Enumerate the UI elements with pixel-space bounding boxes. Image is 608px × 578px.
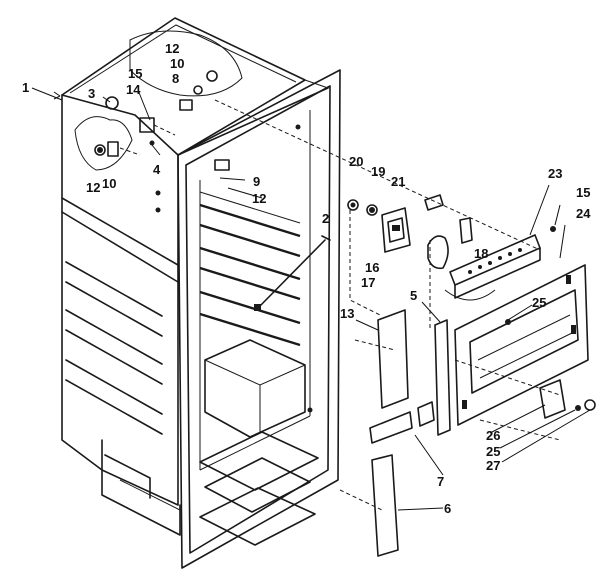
front-frame — [149, 69, 341, 569]
part-2-rod — [254, 235, 331, 311]
callout-5: 5 — [410, 288, 417, 303]
callout-12-top: 12 — [165, 41, 179, 56]
part-6-strip — [371, 454, 399, 557]
callout-3: 3 — [88, 86, 95, 101]
callout-10-top: 10 — [170, 56, 184, 71]
callout-12-mid: 12 — [252, 191, 266, 206]
callout-25-bottom: 25 — [486, 444, 500, 459]
callout-24: 24 — [576, 206, 591, 221]
part-24-panel-plate — [454, 226, 596, 426]
callout-12-left: 12 — [86, 180, 100, 195]
control-housing — [347, 194, 473, 270]
callout-7: 7 — [437, 474, 444, 489]
callout-15-left: 15 — [128, 66, 142, 81]
cabinet-shell — [61, 17, 329, 536]
callout-25-top: 25 — [532, 295, 546, 310]
callout-18: 18 — [474, 246, 488, 261]
callout-27: 27 — [486, 458, 500, 473]
part-23-terminal-block — [444, 234, 541, 301]
callout-13: 13 — [340, 306, 354, 321]
callout-16: 16 — [365, 260, 379, 275]
part-5-strip — [417, 319, 451, 436]
callout-19: 19 — [371, 164, 385, 179]
callout-14: 14 — [126, 82, 141, 97]
callout-23: 23 — [548, 166, 562, 181]
callout-4: 4 — [153, 162, 161, 177]
callout-17: 17 — [361, 275, 375, 290]
callout-21: 21 — [391, 174, 405, 189]
control-components — [74, 30, 243, 171]
callout-8: 8 — [172, 71, 179, 86]
callout-6: 6 — [444, 501, 451, 516]
callout-leaders — [31, 87, 591, 511]
callout-10-left: 10 — [102, 176, 116, 191]
callout-15-right: 15 — [576, 185, 590, 200]
assembly-lines — [214, 99, 561, 511]
callout-1: 1 — [22, 80, 29, 95]
callout-9: 9 — [253, 174, 260, 189]
callout-26: 26 — [486, 428, 500, 443]
callout-2: 2 — [322, 211, 329, 226]
callout-20: 20 — [349, 154, 363, 169]
callout-labels: 1 3 15 14 12 10 8 10 12 4 9 12 2 20 19 2… — [22, 41, 591, 516]
part-13-panel — [369, 309, 413, 444]
